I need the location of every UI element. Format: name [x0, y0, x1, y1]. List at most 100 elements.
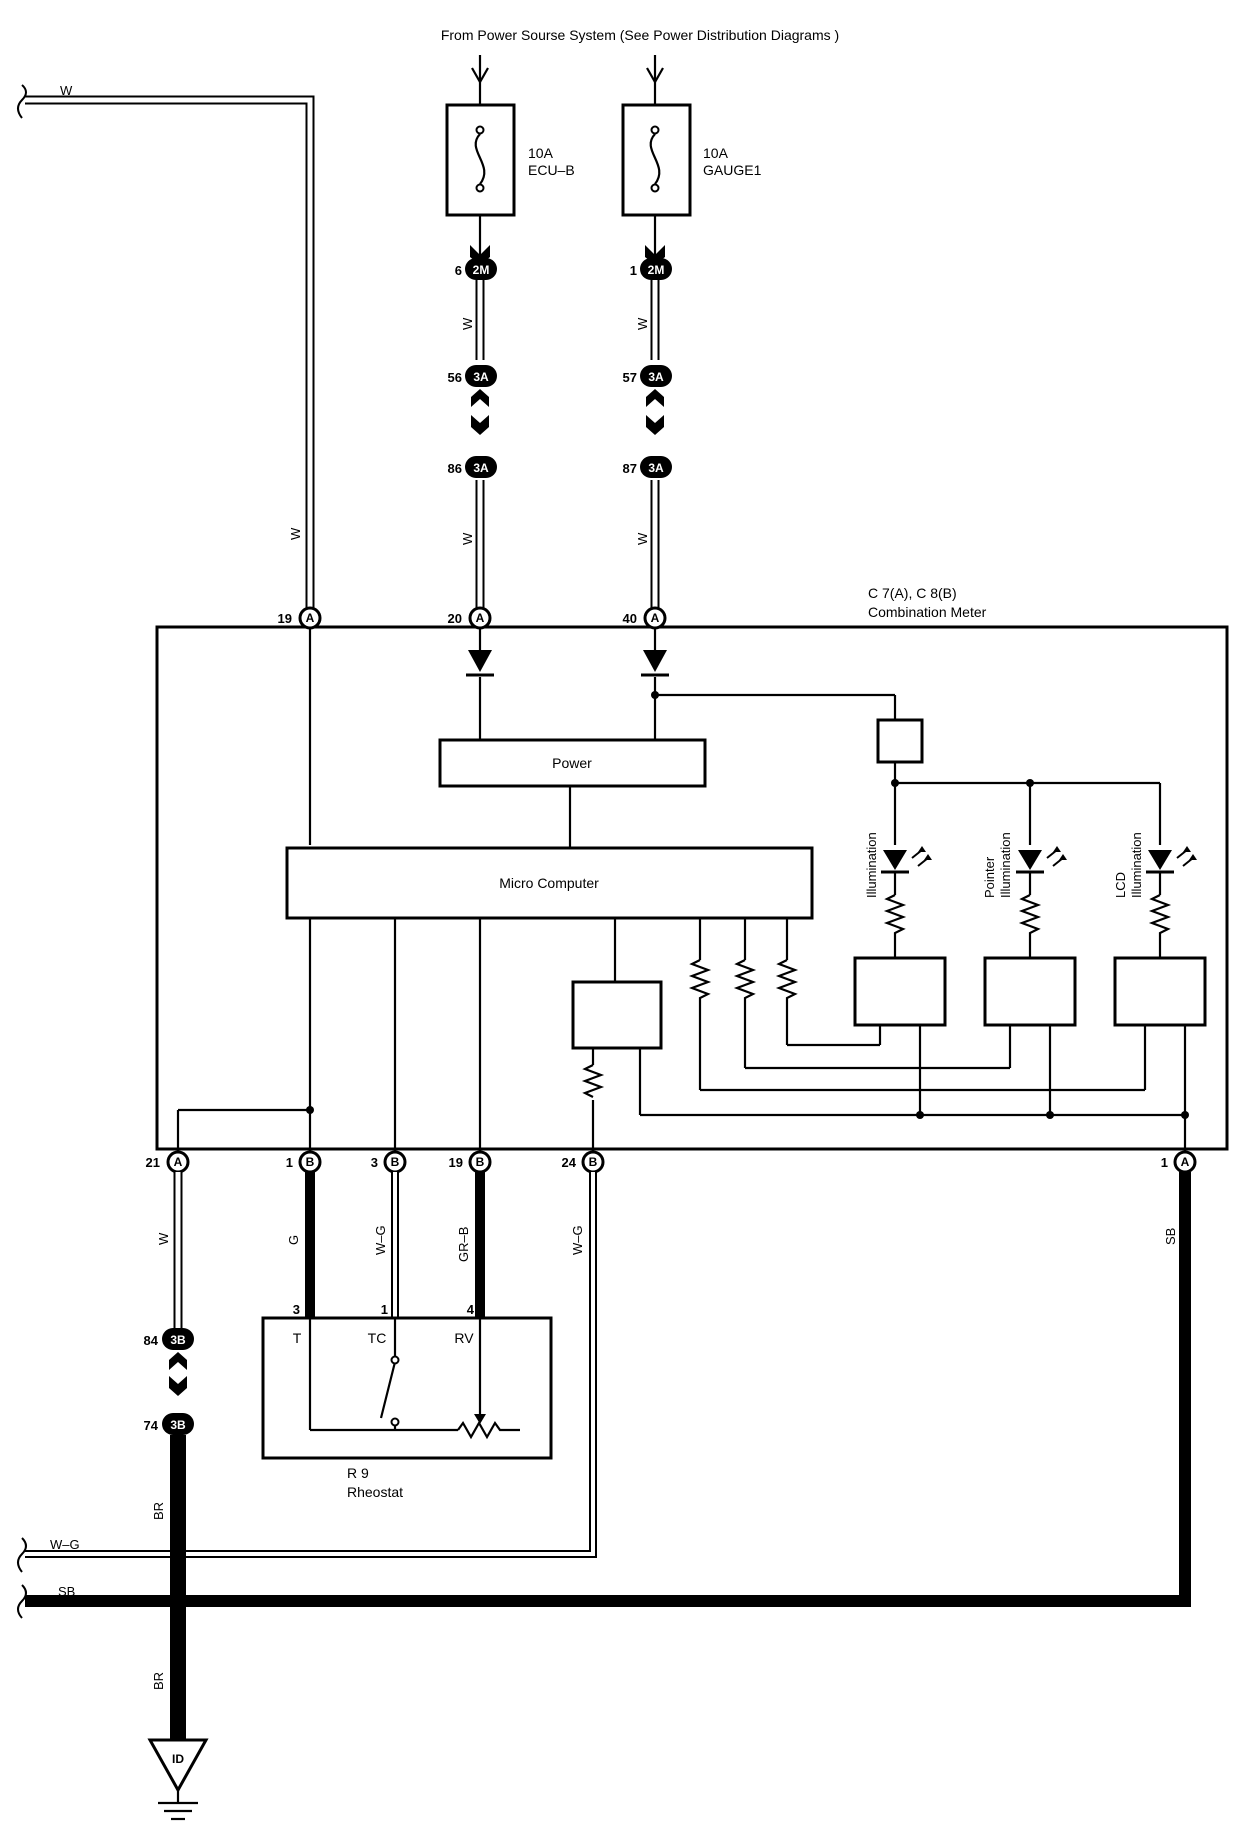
- wire-label-w-19a: W: [288, 527, 303, 540]
- micro-computer-label: Micro Computer: [499, 875, 599, 891]
- wire-sb-break-mark: [17, 1584, 27, 1619]
- connector-a-40: A: [643, 606, 667, 630]
- lamp-label-lcd: LCD: [1113, 872, 1128, 898]
- connector-3a-86: 3A: [465, 456, 497, 478]
- led-illumination: [881, 846, 932, 940]
- fuse-ecu-b: [445, 88, 516, 255]
- connector-3b-84: 3B: [162, 1328, 194, 1396]
- wire-label-gr-b: GR–B: [456, 1227, 471, 1262]
- incoming-arrow-gauge1: [646, 55, 664, 88]
- pin-3b: 3: [371, 1155, 378, 1170]
- wire-label-w-ecu-upper: W: [460, 317, 475, 330]
- illumination-control-box: [876, 718, 924, 764]
- led-pointer-illumination: [1016, 846, 1067, 940]
- ground-code: ID: [172, 1752, 184, 1766]
- incoming-arrow-ecu-b: [471, 55, 489, 88]
- connector-b-19: B: [468, 1150, 492, 1174]
- power-source-caption: From Power Sourse System (See Power Dist…: [441, 27, 839, 43]
- rheostat-box: [261, 1316, 553, 1460]
- pin-1b: 1: [286, 1155, 293, 1170]
- wire-label-sb-right: SB: [1163, 1228, 1178, 1245]
- lamp-label-pointer-2: Illumination: [998, 832, 1013, 898]
- pin-84: 84: [144, 1333, 159, 1348]
- wire-label-w-g-tc: W–G: [373, 1225, 388, 1255]
- rheostat-pin-num-rv: 4: [467, 1302, 475, 1317]
- lamp-label-illumination: Illumination: [864, 832, 879, 898]
- meter-name: Combination Meter: [868, 604, 987, 620]
- connector-b-24-code: B: [589, 1155, 598, 1169]
- power-block: [438, 738, 707, 788]
- pin-19a: 19: [278, 611, 292, 626]
- wire-label-w-ecu-lower: W: [460, 532, 475, 545]
- pin-86: 86: [448, 461, 462, 476]
- pin-21a: 21: [146, 1155, 160, 1170]
- pin-20a: 20: [448, 611, 462, 626]
- connector-b-3-code: B: [391, 1155, 400, 1169]
- micro-computer-block: [285, 846, 814, 920]
- wire-label-w-gauge-lower: W: [635, 532, 650, 545]
- pin-87: 87: [623, 461, 637, 476]
- pin-74: 74: [144, 1418, 159, 1433]
- rheostat-pin-t: T: [293, 1330, 302, 1346]
- fuse-ecu-b-name: ECU–B: [528, 162, 575, 178]
- connector-b-1-code: B: [306, 1155, 315, 1169]
- pin-56: 56: [448, 370, 462, 385]
- pin-40a: 40: [623, 611, 637, 626]
- wire-label-w-21a: W: [156, 1232, 171, 1245]
- wire-label-g: G: [286, 1235, 301, 1245]
- connector-b-19-code: B: [476, 1155, 485, 1169]
- connector-3b-74: 3B: [162, 1413, 194, 1435]
- connector-3b-74-code: 3B: [170, 1418, 186, 1432]
- rheostat-pin-num-t: 3: [293, 1302, 300, 1317]
- wire-label-br-lower: BR: [151, 1672, 166, 1690]
- pin-24b: 24: [562, 1155, 577, 1170]
- led-lcd-illumination: [1146, 846, 1197, 940]
- driver-box-pointer: [983, 956, 1077, 1027]
- fuse-ecu-b-rating: 10A: [528, 145, 554, 161]
- wire-w-g-24b: [17, 1172, 597, 1573]
- wire-label-w-gauge-upper: W: [635, 317, 650, 330]
- connector-3b-84-code: 3B: [170, 1333, 186, 1347]
- resistor-1: [688, 959, 712, 1005]
- pin-19b: 19: [449, 1155, 463, 1170]
- rheostat-pin-rv: RV: [454, 1330, 474, 1346]
- driver-box-lcd: [1113, 956, 1207, 1027]
- connector-a-1-code: A: [1181, 1155, 1190, 1169]
- connector-2m-ecu-code: 2M: [473, 263, 490, 277]
- wire-w-left-in: [17, 84, 315, 610]
- connector-2m-gauge: 2M: [640, 245, 672, 280]
- connector-b-3: B: [383, 1150, 407, 1174]
- connector-3a-56-code: 3A: [473, 370, 489, 384]
- connector-2m-ecu: 2M: [465, 245, 497, 280]
- lamp-label-pointer: Pointer: [982, 856, 997, 898]
- connector-b-1: B: [298, 1150, 322, 1174]
- driver-box-illumination: [853, 956, 947, 1027]
- rheostat-name: Rheostat: [347, 1484, 403, 1500]
- wire-label-w-top: W: [60, 83, 73, 98]
- pin-6: 6: [455, 263, 462, 278]
- connector-b-24: B: [581, 1150, 605, 1174]
- connector-a-1: A: [1173, 1150, 1197, 1174]
- junction-dots: [306, 691, 1189, 1119]
- resistor-3: [775, 959, 799, 1005]
- fuse-gauge1: [621, 88, 692, 255]
- fuse-gauge1-name: GAUGE1: [703, 162, 762, 178]
- connector-3a-87: 3A: [640, 456, 672, 478]
- resistor-2: [733, 959, 757, 1005]
- wire-label-w-g-left: W–G: [50, 1537, 80, 1552]
- connector-a-21-code: A: [174, 1155, 183, 1169]
- rheostat-contacts: [390, 1355, 486, 1427]
- pin-57: 57: [623, 370, 637, 385]
- power-block-label: Power: [552, 755, 592, 771]
- rheostat-code: R 9: [347, 1465, 369, 1481]
- connector-a-19-code: A: [306, 611, 315, 625]
- pin-1-2m: 1: [630, 263, 637, 278]
- connector-a-40-code: A: [651, 611, 660, 625]
- connector-3a-57: 3A: [640, 365, 672, 435]
- connector-a-20-code: A: [476, 611, 485, 625]
- meter-code: C 7(A), C 8(B): [868, 585, 957, 601]
- rheostat-pin-tc: TC: [368, 1330, 387, 1346]
- resistor-sub: [581, 1064, 605, 1098]
- sub-circuit-box: [571, 980, 663, 1050]
- wire-label-br-upper: BR: [151, 1502, 166, 1520]
